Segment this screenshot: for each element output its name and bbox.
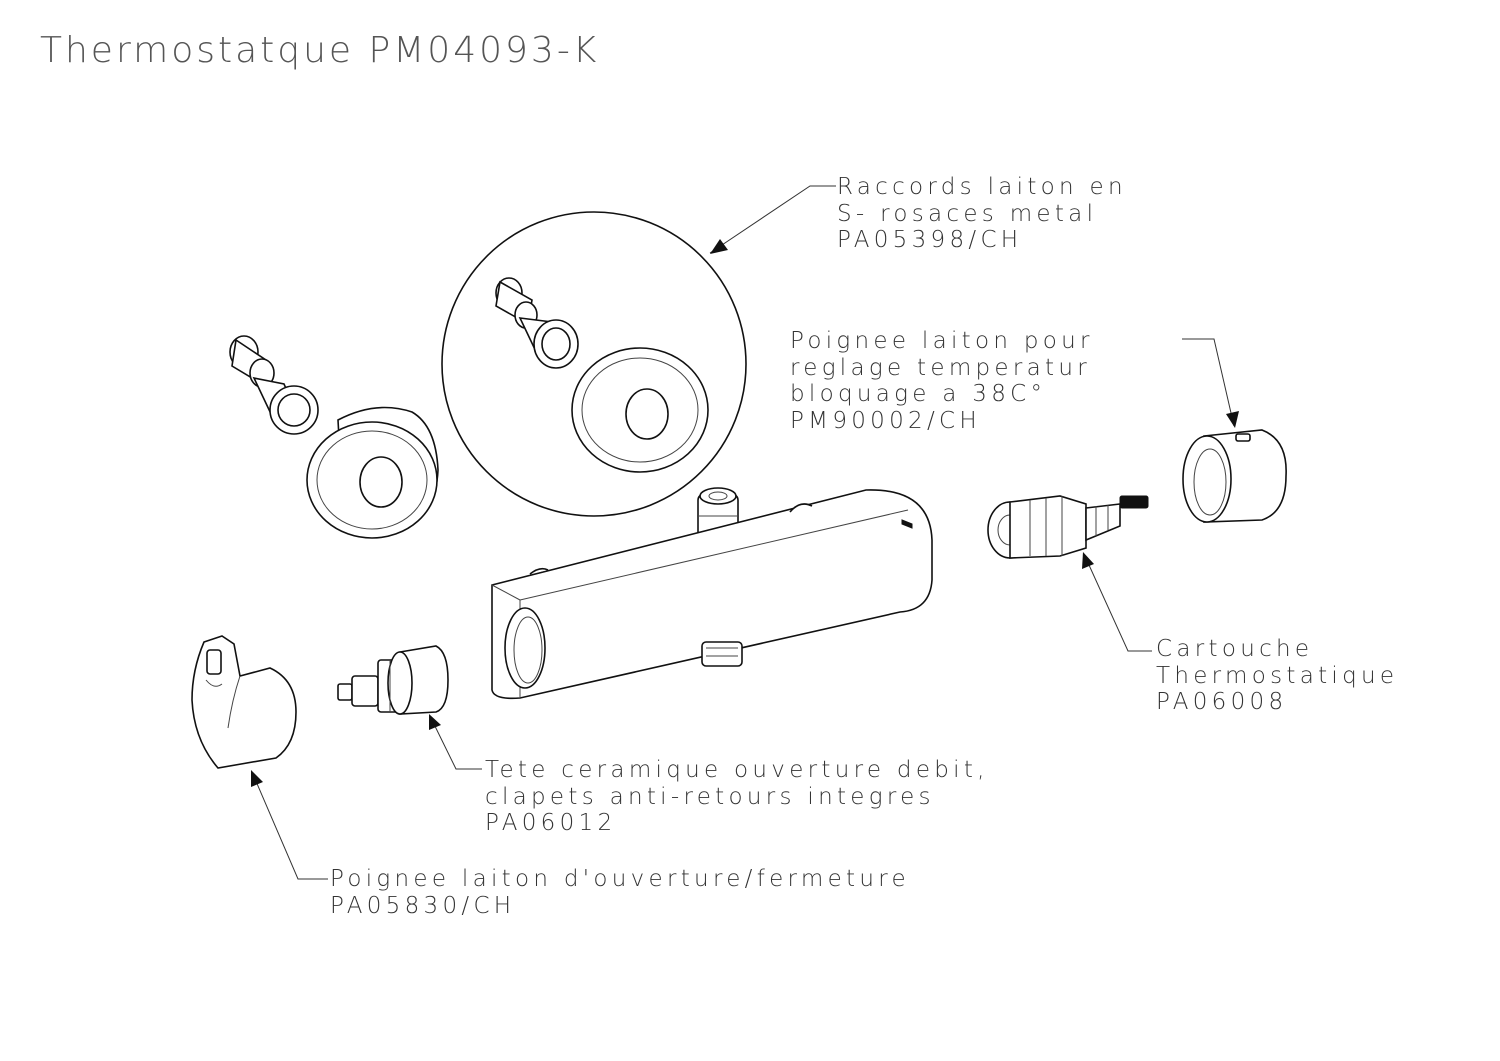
ceramic-headwork	[337, 645, 449, 715]
opening-handle	[191, 635, 297, 769]
thermostatic-cartridge	[987, 495, 1149, 559]
callout-cartouche-part-number: PA06008	[1156, 689, 1288, 715]
callout-poignee-temperature-line: bloquage a 38C°	[790, 381, 1047, 407]
temperature-handle	[1182, 429, 1287, 523]
callout-cartouche-line: Thermostatique	[1156, 662, 1399, 689]
detail-circle	[441, 211, 747, 517]
callout-poignee-ouverture-line: Poignee laiton d'ouverture/fermeture	[330, 866, 910, 892]
callout-poignee-ouverture-part-number: PA05830/CH	[330, 892, 516, 919]
callout-poignee-temperature-line: reglage temperatur	[790, 354, 1091, 381]
callout-tete-ceramique-part-number: PA06012	[485, 810, 617, 836]
drawing-title: Thermostatque PM04093-K	[40, 30, 600, 71]
rosace-left	[306, 406, 439, 539]
callout-cartouche-line: Cartouche	[1156, 636, 1314, 662]
s-connector-left	[229, 335, 319, 435]
callout-poignee-temperature-line: Poignee laiton pour	[790, 328, 1094, 354]
callout-raccords-line: S- rosaces metal	[837, 200, 1098, 227]
callout-raccords-part-number: PA05398/CH	[837, 227, 1023, 253]
callout-cartouche: Cartouche Thermostatique PA06008	[1156, 636, 1398, 716]
callout-poignee-temperature-part-number: PM90002/CH	[790, 407, 981, 434]
mixer-body	[491, 487, 933, 700]
callout-raccords: Raccords laiton en S- rosaces metal PA05…	[837, 174, 1127, 254]
callout-poignee-temperature: Poignee laiton pour reglage temperatur b…	[790, 328, 1094, 434]
callout-tete-ceramique: Tete ceramique ouverture debit, clapets …	[485, 757, 989, 837]
leader-lines	[251, 185, 1239, 880]
callout-poignee-ouverture: Poignee laiton d'ouverture/fermeture PA0…	[330, 866, 910, 919]
callout-tete-ceramique-line: clapets anti-retours integres	[485, 783, 935, 810]
callout-tete-ceramique-line: Tete ceramique ouverture debit,	[485, 757, 989, 783]
callout-raccords-line: Raccords laiton en	[837, 174, 1127, 200]
